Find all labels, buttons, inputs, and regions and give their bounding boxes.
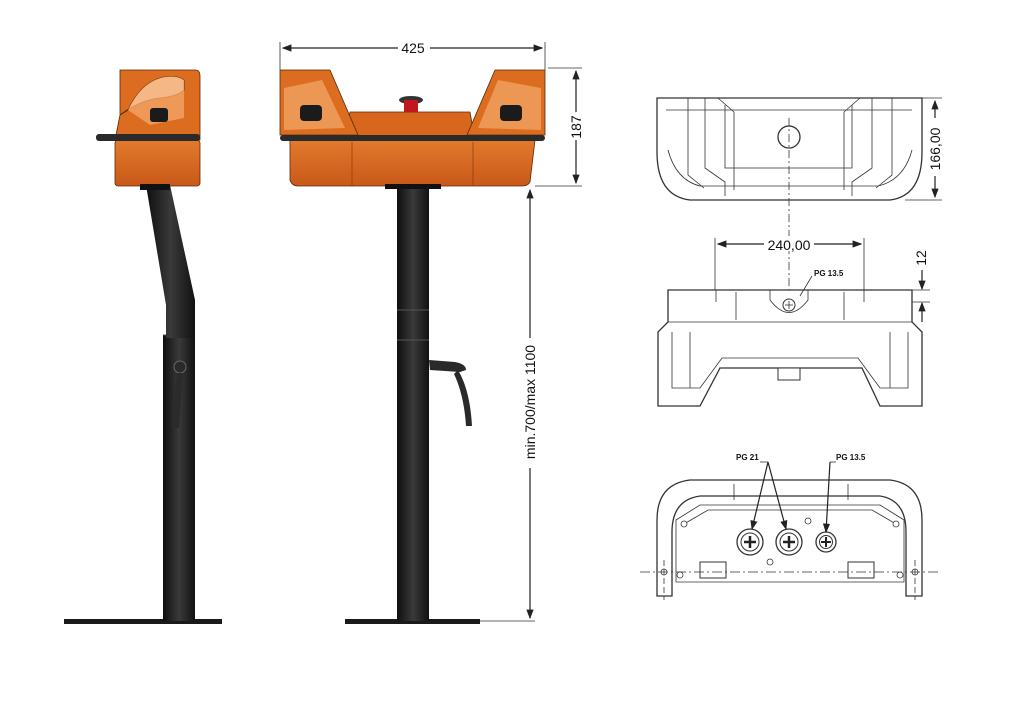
dim-187: 187 [535,67,584,187]
front-base-plate [345,619,480,624]
bottom-view-drawing [640,479,940,600]
side-joystick [150,108,168,122]
side-clamp-knob [173,360,187,374]
pg135-bottom-label: PG 13.5 [836,453,866,462]
front-clamp [429,360,466,372]
dim-12: 12 [912,250,930,322]
pg21-label: PG 21 [736,453,759,462]
side-view-stand [64,69,222,624]
dim-187-label: 187 [568,115,584,139]
top-view-drawing [656,97,923,302]
front-clamp-lever [454,370,472,426]
front-right-joystick [500,105,522,121]
front-handle-bar [280,135,545,141]
front-console-body [289,139,536,187]
dim-166: 166,00 [905,97,943,201]
dim-240-label: 240,00 [768,237,811,253]
dim-425: 425 [279,40,546,70]
front-left-joystick [300,105,322,121]
dim-column-height: min.700/max 1100 [480,188,538,622]
pg-label-side: PG 13.5 [799,269,844,297]
dim-166-label: 166,00 [927,127,943,170]
side-clamp-lever [172,373,183,428]
pg135-callout: PG 13.5 [822,453,866,534]
dim-240: 240,00 [714,236,865,290]
side-console-body [114,139,201,187]
pg-side-label: PG 13.5 [814,269,844,278]
dim-12-label: 12 [913,250,929,266]
dim-column-height-label: min.700/max 1100 [522,345,538,459]
dim-425-label: 425 [401,40,425,56]
front-column [397,187,429,621]
side-section-drawing [657,289,923,407]
side-column-curved [146,185,195,338]
side-base-plate [64,619,222,624]
side-handle-bar [96,134,200,141]
front-view-stand [279,69,546,624]
pg21-callout: PG 21 [736,453,788,531]
